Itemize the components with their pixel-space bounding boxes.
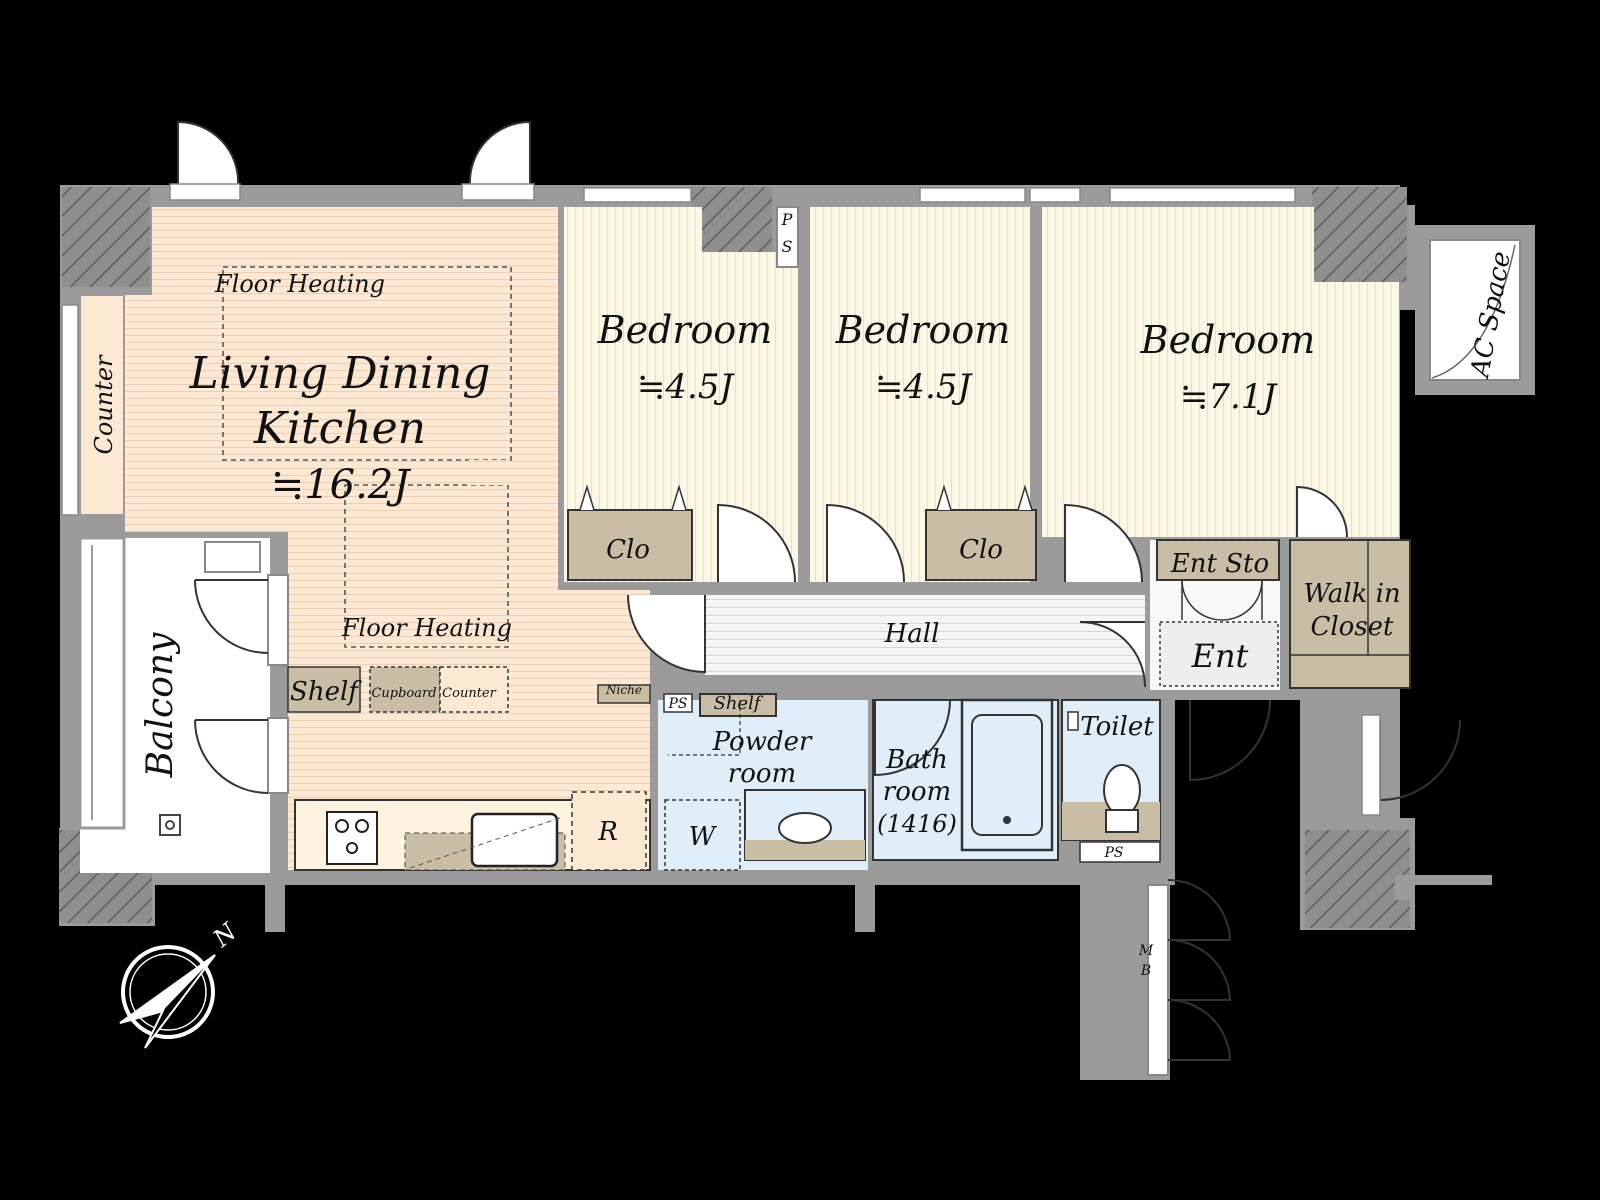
counter-left: [79, 294, 125, 516]
bedroom3-name: Bedroom: [1140, 318, 1316, 362]
ent-storage-label: Ent Sto: [1170, 549, 1269, 579]
hall-label: Hall: [884, 619, 940, 649]
living-dining-kitchen: [79, 207, 651, 871]
bedroom3-size: ≒7.1J: [1180, 377, 1279, 417]
washbasin-icon: [778, 812, 832, 844]
hall: [705, 595, 1145, 675]
room-labels: Living Dining Kitchen ≒16.2J Floor Heati…: [90, 210, 1401, 979]
bedroom1-size: ≒4.5J: [637, 367, 736, 407]
powder-room-line1: Powder: [712, 727, 813, 757]
mb-label-m: M: [1138, 943, 1154, 959]
shelf-powder-label: Shelf: [714, 693, 764, 714]
balcony: [78, 536, 289, 873]
ldk-size: ≒16.2J: [271, 462, 412, 508]
sink-icon: [470, 812, 559, 868]
washer-space: [664, 799, 741, 871]
windows-and-exterior-doors: [61, 120, 1461, 816]
powder-room-line2: room: [728, 759, 796, 789]
cupboard-label: Cupboard: [371, 686, 436, 701]
balcony-label: Balcony: [140, 632, 181, 778]
niche-label: Niche: [605, 683, 642, 697]
counter-kitchen-label: Counter: [442, 686, 496, 701]
ac-space: AC Space: [1415, 225, 1535, 395]
ldk-name-line1: Living Dining: [189, 348, 491, 399]
mb-label-b: B: [1140, 963, 1151, 979]
bathroom-line3: (1416): [877, 810, 957, 838]
meter-box: [1147, 879, 1232, 1076]
fridge-space: [571, 791, 647, 871]
floor-heating-label-2: Floor Heating: [341, 614, 512, 642]
toilet-label: Toilet: [1080, 712, 1154, 742]
wic-label-line1: Walk in: [1303, 579, 1400, 609]
walk-in-closet: [1289, 539, 1411, 689]
bathroom-line1: Bath: [885, 745, 948, 775]
ps-powder-label: PS: [667, 696, 687, 712]
bathroom-line2: room: [883, 777, 951, 807]
bedroom1-name: Bedroom: [597, 308, 773, 352]
bedrooms: [564, 206, 1399, 583]
cooktop-icon: [326, 811, 378, 865]
shelf-kitchen-label: Shelf: [290, 677, 362, 707]
ps-top-label-2: S: [782, 237, 793, 256]
floor-heating-label-1: Floor Heating: [214, 270, 385, 298]
ps-top-label: P: [781, 210, 793, 229]
counter-left-label: Counter: [90, 354, 118, 455]
closet1-label: Clo: [606, 535, 650, 565]
entrance-label: Ent: [1191, 637, 1249, 675]
washer-label: W: [689, 822, 718, 852]
bedroom2-size: ≒4.5J: [875, 367, 974, 407]
closet2-label: Clo: [959, 535, 1003, 565]
ldk-name-line2: Kitchen: [253, 403, 426, 454]
bedroom2-name: Bedroom: [835, 308, 1011, 352]
entrance: [1150, 539, 1280, 782]
toilet-icon: [1103, 764, 1141, 816]
bathtub-icon: [971, 714, 1043, 836]
wet-areas: [597, 684, 1161, 871]
wic-label-line2: Closet: [1310, 612, 1394, 642]
fridge-label: R: [597, 817, 618, 847]
ps-toilet-label: PS: [1103, 845, 1123, 861]
